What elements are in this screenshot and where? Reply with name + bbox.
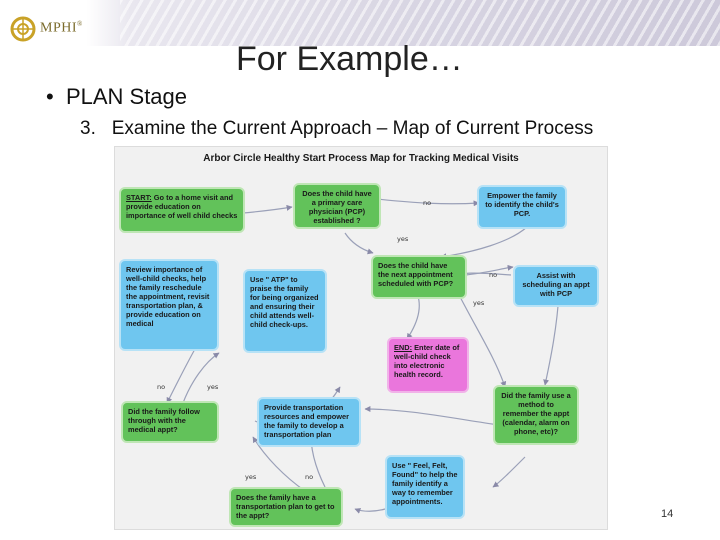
mphi-logo-icon — [10, 16, 36, 42]
label-no: no — [305, 473, 314, 481]
slide-title: For Example… — [236, 40, 463, 78]
bullet-plan-stage: • PLAN Stage — [46, 84, 188, 109]
subpoint: 3. Examine the Current Approach – Map of… — [80, 118, 594, 139]
label-yes: yes — [473, 299, 485, 307]
label-no: no — [423, 199, 432, 207]
end-box: END: Enter date of well-child check into… — [387, 337, 469, 393]
feel-felt-found-box: Use " Feel, Felt, Found" to help the fam… — [385, 455, 465, 519]
label-yes: yes — [207, 383, 219, 391]
label-no: no — [157, 383, 166, 391]
next-appt-question-box: Does the child have the next appointment… — [371, 255, 467, 299]
empower-box: Empower the family to identify the child… — [477, 185, 567, 229]
transportation-plan-question-box: Does the family have a transportation pl… — [229, 487, 343, 527]
label-yes: yes — [397, 235, 409, 243]
banner-stripes — [120, 0, 720, 46]
transportation-box: Provide transportation resources and emp… — [257, 397, 361, 447]
review-box: Review importance of well-child checks, … — [119, 259, 219, 351]
label-yes: yes — [245, 473, 257, 481]
process-map: Arbor Circle Healthy Start Process Map f… — [114, 146, 608, 530]
label-no: no — [489, 271, 498, 279]
follow-through-question-box: Did the family follow through with the m… — [121, 401, 219, 443]
top-banner — [0, 0, 720, 46]
method-question-box: Did the family use a method to remember … — [493, 385, 579, 445]
logo-text: MPHI® — [40, 20, 83, 36]
process-map-title: Arbor Circle Healthy Start Process Map f… — [203, 153, 519, 164]
assist-box: Assist with scheduling an appt with PCP — [513, 265, 599, 307]
page-number: 14 — [661, 508, 674, 520]
pcp-question-box: Does the child have a primary care physi… — [293, 183, 381, 229]
atp-box: Use " ATP" to praise the family for bein… — [243, 269, 327, 353]
start-box: START: Go to a home visit and provide ed… — [119, 187, 245, 233]
